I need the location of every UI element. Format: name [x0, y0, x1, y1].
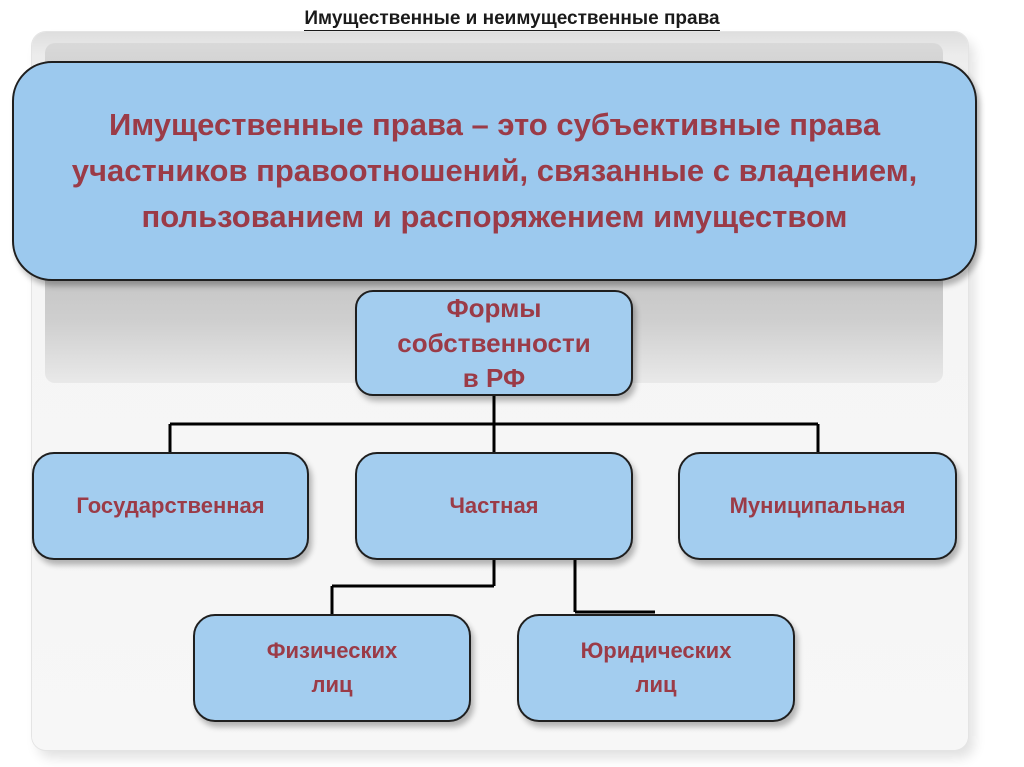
legal-entities-node: Юридических лиц	[517, 614, 795, 722]
municipal-ownership-label: Муниципальная	[729, 493, 906, 518]
state-ownership-node: Государственная	[32, 452, 309, 560]
private-ownership-node: Частная	[355, 452, 633, 560]
page-title: Имущественные и неимущественные права	[0, 8, 1024, 32]
physical-persons-label: Физических лиц	[266, 638, 398, 697]
state-ownership-label: Государственная	[76, 493, 265, 518]
physical-persons-node: Физических лиц	[193, 614, 471, 722]
legal-entities-label: Юридических лиц	[580, 638, 732, 697]
definition-box: Имущественные права – это субъективные п…	[12, 61, 977, 281]
ownership-forms-node: Формы собственности в РФ	[355, 290, 633, 396]
definition-text: Имущественные права – это субъективные п…	[71, 107, 918, 234]
page-title-text: Имущественные и неимущественные права	[304, 8, 720, 32]
ownership-forms-label: Формы собственности в РФ	[397, 292, 591, 393]
private-ownership-label: Частная	[449, 493, 539, 518]
municipal-ownership-node: Муниципальная	[678, 452, 957, 560]
